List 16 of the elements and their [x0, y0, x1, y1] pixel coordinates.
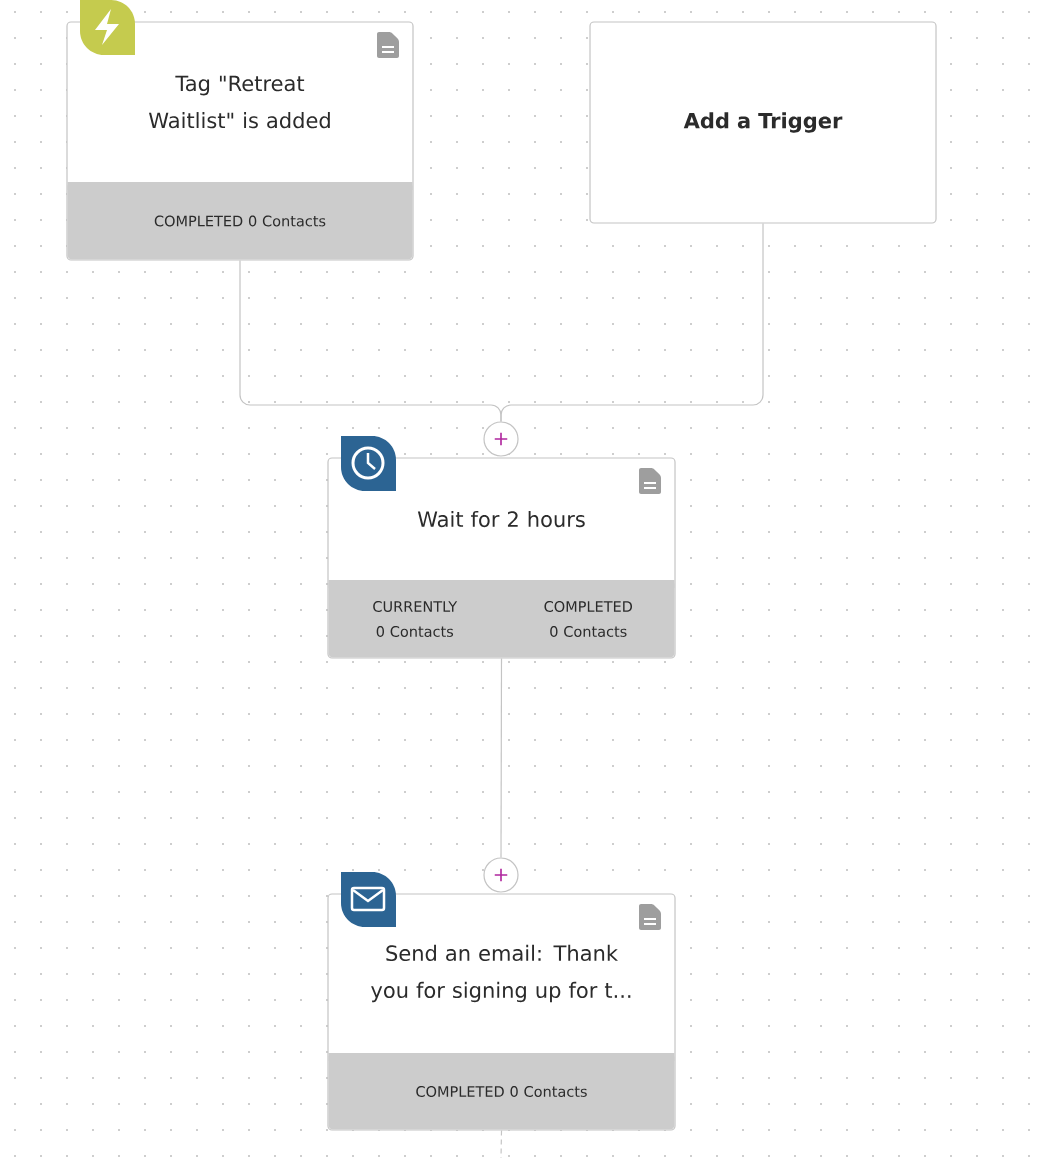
node-label: Wait for 2 hours	[417, 510, 585, 528]
add-step-button: +	[483, 857, 519, 893]
connector-line	[500, 1130, 503, 1158]
add-step-button: +	[483, 421, 519, 457]
node-label: Tag "Retreat Waitlist" is added	[148, 75, 330, 129]
node-label: CURRENTLY 0 Contacts	[373, 601, 458, 637]
node-label: COMPLETED 0 Contacts	[154, 215, 326, 227]
node-label: COMPLETED 0 Contacts	[416, 1086, 587, 1097]
node-label: COMPLETED 0 Contacts	[544, 601, 633, 637]
step-card: Tag "Retreat Waitlist" is added COMPLETED 0 Contacts	[66, 21, 414, 261]
node-label: Send an email: Thank you for signing up for t...	[371, 944, 631, 1003]
connector-line	[500, 223, 764, 422]
connector-line	[500, 658, 503, 858]
step-card: Add a Trigger	[589, 21, 937, 224]
step-card: Wait for 2 hours CURRENTLY 0 Contacts COMPLETED 0 Contacts	[327, 457, 676, 659]
step-card: Send an email: Thank you for signing up for t... COMPLETED 0 Contacts	[327, 893, 676, 1131]
